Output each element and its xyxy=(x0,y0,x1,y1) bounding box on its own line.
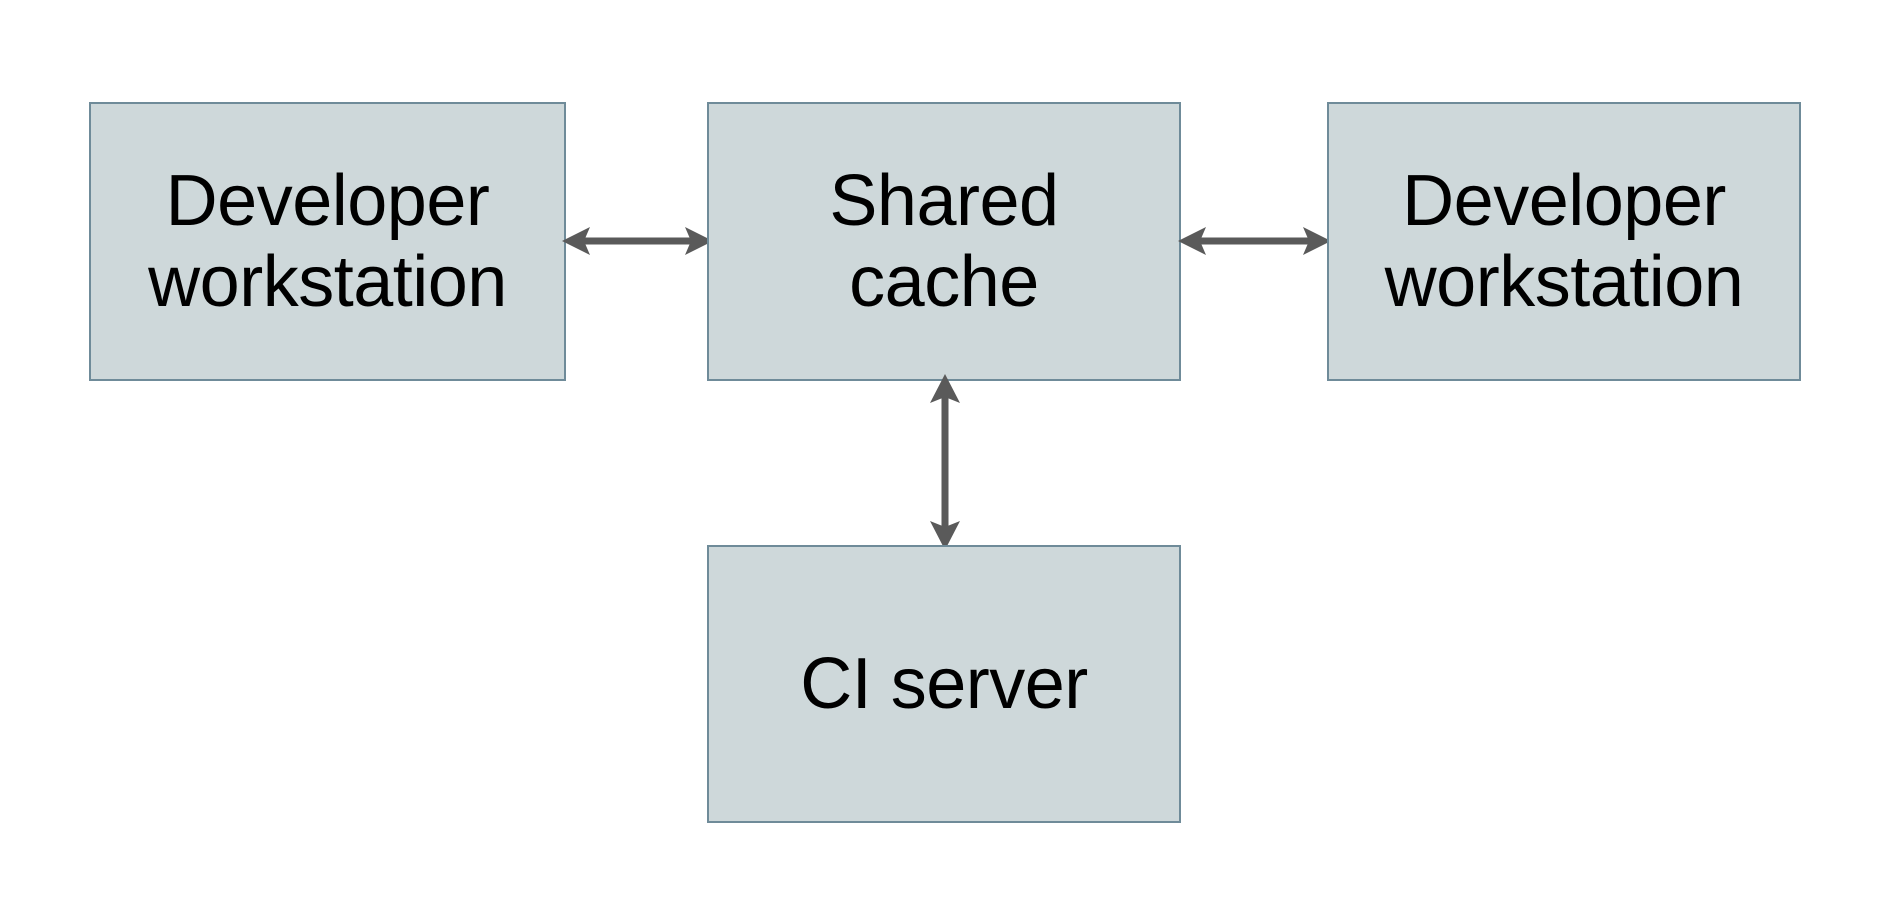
node-label: Developer workstation xyxy=(148,160,507,322)
bidirectional-arrow-icon xyxy=(562,227,713,255)
edge-shared-cache-to-ci-server xyxy=(916,372,974,552)
bidirectional-arrow-icon xyxy=(1178,227,1331,255)
node-label: Shared cache xyxy=(829,160,1059,322)
bidirectional-arrow-icon xyxy=(930,374,960,550)
node-developer-workstation-right[interactable]: Developer workstation xyxy=(1327,102,1801,381)
node-ci-server[interactable]: CI server xyxy=(707,545,1181,823)
edge-shared-cache-to-developer-workstation-right xyxy=(1176,212,1333,270)
node-label: CI server xyxy=(800,643,1088,724)
node-shared-cache[interactable]: Shared cache xyxy=(707,102,1181,381)
edge-developer-workstation-left-to-shared-cache xyxy=(560,212,715,270)
node-developer-workstation-left[interactable]: Developer workstation xyxy=(89,102,566,381)
node-label: Developer workstation xyxy=(1384,160,1744,322)
